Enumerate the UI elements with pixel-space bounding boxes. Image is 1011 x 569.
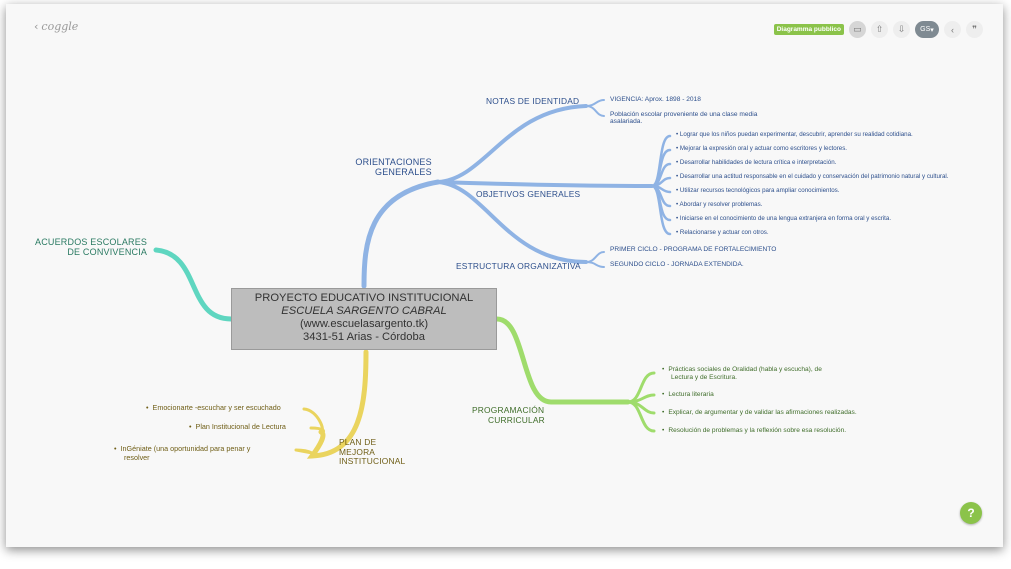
leaf-plan-1[interactable]: •Emocionarte -escuchar y ser escuchado bbox=[146, 403, 281, 412]
chevron-left-icon[interactable]: ‹ bbox=[944, 21, 961, 38]
leaf-text: Explicar, de argumentar y de validar las… bbox=[668, 409, 857, 416]
leaf-objetivo-1[interactable]: • Lograr que los niños puedan experiment… bbox=[676, 131, 913, 138]
leaf-text: Emocionarte -escuchar y ser escuchado bbox=[152, 403, 281, 412]
node-label: INSTITUCIONAL bbox=[339, 456, 406, 467]
branch-estructura bbox=[436, 180, 588, 264]
download-icon[interactable]: ⇩ bbox=[893, 21, 910, 38]
node-estructura[interactable]: ESTRUCTURA ORGANIZATIVA bbox=[456, 261, 581, 271]
node-objetivos[interactable]: OBJETIVOS GENERALES bbox=[476, 189, 581, 199]
leaf-objetivo-6[interactable]: • Abordar y resolver problemas. bbox=[676, 201, 763, 208]
leaf-notas-2[interactable]: Población escolar proveniente de una cla… bbox=[610, 111, 758, 118]
leaf-text: Lectura literaria bbox=[668, 391, 714, 398]
node-label: CURRICULAR bbox=[488, 414, 545, 425]
branch-notas bbox=[436, 104, 588, 184]
leaf-objetivo-5[interactable]: • Utilizar recursos tecnológicos para am… bbox=[676, 187, 840, 194]
mindmap-connectors bbox=[153, 99, 672, 459]
leaf-notas-1[interactable]: VIGENCIA: Aprox. 1898 - 2018 bbox=[610, 96, 701, 103]
chevron-left-icon[interactable]: ‹ bbox=[34, 20, 39, 33]
branch-acuerdos bbox=[153, 247, 234, 322]
user-avatar[interactable]: GS▾ bbox=[915, 21, 939, 38]
branch-orientaciones bbox=[361, 179, 441, 289]
node-label: MEJORA bbox=[339, 446, 376, 457]
leaf-objetivo-4[interactable]: • Desarrollar una actitud responsable en… bbox=[676, 173, 949, 180]
leaf-objetivo-8[interactable]: • Relacionarse y actuar con otros. bbox=[676, 229, 769, 236]
central-title: PROYECTO EDUCATIVO INSTITUCIONAL bbox=[254, 292, 474, 304]
leaf-text: InGéniate (una oportunidad para penar y bbox=[120, 444, 251, 453]
branch-programacion bbox=[494, 316, 631, 405]
help-button[interactable]: ? bbox=[960, 502, 982, 524]
logo-text: coggle bbox=[41, 20, 79, 33]
presentation-icon[interactable]: ▭ bbox=[849, 21, 866, 38]
node-notas[interactable]: NOTAS DE IDENTIDAD bbox=[486, 96, 580, 106]
node-label: ORIENTACIONES bbox=[355, 157, 432, 167]
node-label: ACUERDOS ESCOLARES bbox=[35, 237, 148, 247]
node-orientaciones[interactable]: ORIENTACIONES GENERALES bbox=[355, 157, 432, 178]
leaf-objetivo-2[interactable]: • Mejorar la expresión oral y actuar com… bbox=[676, 145, 848, 152]
quote-icon[interactable]: ❞ bbox=[966, 21, 983, 38]
leaf-objetivo-7[interactable]: • Iniciarse en el conocimiento de una le… bbox=[676, 215, 892, 222]
leaf-plan-2[interactable]: •Plan Institucional de Lectura bbox=[189, 422, 286, 431]
leaf-objetivo-3[interactable]: • Desarrollar habilidades de lectura crí… bbox=[676, 159, 837, 166]
public-diagram-badge[interactable]: Diagramma pubblico bbox=[773, 24, 844, 35]
node-programacion[interactable]: PROGRAMACIÓN CURRICULAR bbox=[472, 405, 545, 425]
leaf-programacion-1[interactable]: •Prácticas sociales de Oralidad (habla y… bbox=[662, 366, 822, 373]
leaf-programacion-1b[interactable]: Lectura y de Escritura. bbox=[671, 374, 737, 381]
node-label: PROGRAMACIÓN bbox=[472, 405, 545, 415]
leaf-programacion-4[interactable]: •Resolución de problemas y la reflexión … bbox=[662, 427, 847, 434]
central-node[interactable]: PROYECTO EDUCATIVO INSTITUCIONAL ESCUELA… bbox=[231, 288, 497, 350]
leaf-programacion-2[interactable]: •Lectura literaria bbox=[662, 391, 714, 398]
central-school: ESCUELA SARGENTO CABRAL bbox=[281, 304, 447, 317]
node-label: DE CONVIVENCIA bbox=[67, 247, 148, 258]
leaf-notas-3[interactable]: asalariada. bbox=[610, 118, 643, 125]
node-acuerdos[interactable]: ACUERDOS ESCOLARES DE CONVIVENCIA bbox=[35, 237, 147, 258]
leaf-estructura-1[interactable]: PRIMER CICLO - PROGRAMA DE FORTALECIMIEN… bbox=[610, 246, 777, 253]
leaf-programacion-3[interactable]: •Explicar, de argumentar y de validar la… bbox=[662, 409, 857, 416]
node-label: GENERALES bbox=[375, 167, 432, 178]
upload-icon[interactable]: ⇧ bbox=[871, 21, 888, 38]
central-website: (www.escuelasargento.tk) bbox=[299, 317, 429, 330]
central-contact: 3431-51 Arias - Córdoba bbox=[303, 330, 425, 343]
node-plan[interactable]: PLAN DE MEJORA INSTITUCIONAL bbox=[339, 437, 406, 467]
leaf-plan-3b[interactable]: resolver bbox=[124, 453, 150, 462]
toolbar: Diagramma pubblico ▭ ⇧ ⇩ GS▾ ‹ ❞ bbox=[773, 21, 983, 38]
coggle-logo[interactable]: ‹coggle bbox=[34, 20, 78, 33]
avatar-initials: GS bbox=[920, 26, 931, 33]
leaf-text: Plan Institucional de Lectura bbox=[195, 422, 286, 431]
branch-plan bbox=[306, 349, 369, 459]
leaf-text: Resolución de problemas y la reflexión s… bbox=[668, 427, 847, 434]
leaf-plan-3[interactable]: •InGéniate (una oportunidad para penar y bbox=[114, 444, 251, 453]
node-label: PLAN DE bbox=[339, 437, 377, 447]
branch-objetivos bbox=[436, 180, 654, 188]
leaf-estructura-2[interactable]: SEGUNDO CICLO - JORNADA EXTENDIDA. bbox=[610, 261, 744, 268]
leaf-text: Prácticas sociales de Oralidad (habla y … bbox=[668, 366, 822, 373]
coggle-canvas[interactable]: ‹coggle Diagramma pubblico ▭ ⇧ ⇩ GS▾ ‹ ❞… bbox=[6, 4, 1003, 547]
